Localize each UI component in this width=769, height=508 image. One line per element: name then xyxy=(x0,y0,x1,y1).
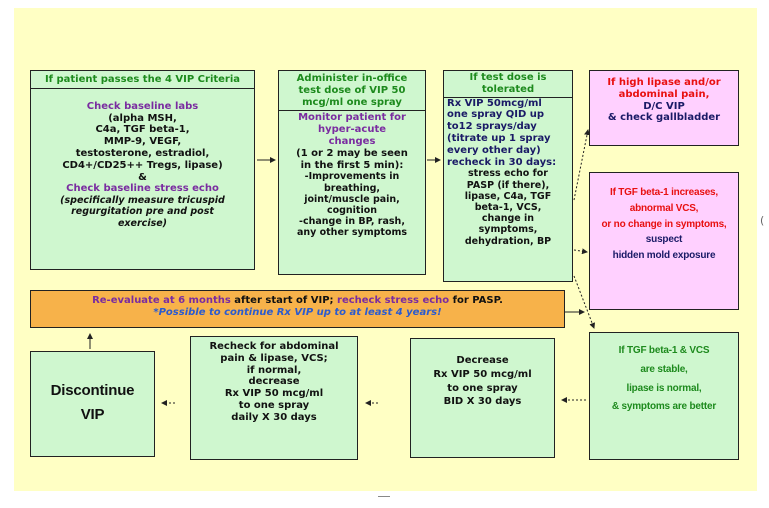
monitor-line: (1 or 2 may be seen xyxy=(296,147,408,159)
gallbladder-line: & check gallbladder xyxy=(607,112,721,124)
continue-note: *Possible to continue Rx VIP up to at le… xyxy=(153,306,442,318)
monitor-line: -Improvements in xyxy=(304,171,400,183)
rx-line: recheck in 30 days: xyxy=(447,156,557,168)
recheck-line: change in xyxy=(481,213,535,225)
rx-line: to12 sprays/day xyxy=(447,121,537,133)
arrow-tolerated-to-stable xyxy=(573,275,596,329)
rx-line: one spray QID up xyxy=(447,109,545,121)
stress-echo-note: regurgitation pre and post xyxy=(71,206,214,218)
recheck-decrease-box: Recheck for abdominal pain & lipase, VCS… xyxy=(190,336,358,460)
discontinue-box: Discontinue VIP xyxy=(30,351,155,457)
reevaluate-part4: for PASP. xyxy=(449,295,503,306)
recheck-line: if normal, xyxy=(246,364,302,376)
tolerated-title: If test dose is xyxy=(469,72,547,83)
monitor-line: joint/muscle pain, xyxy=(304,193,400,205)
labs-line: testosterone, estradiol, xyxy=(75,147,210,159)
monitor-heading: hyper-acute xyxy=(317,124,387,136)
decrease-line: Decrease xyxy=(456,355,509,366)
stress-echo-heading: Check baseline stress echo xyxy=(66,183,219,195)
recheck-line: Rx VIP 50 mcg/ml xyxy=(224,388,324,400)
check-labs-heading: Check baseline labs xyxy=(86,100,199,112)
rx-line: (titrate up 1 spray xyxy=(447,132,551,144)
decrease-line: Rx VIP 50 mcg/ml xyxy=(433,368,532,380)
rx-line: every other day) xyxy=(447,144,541,156)
mold-line: or no change in symptoms, xyxy=(601,218,727,230)
monitor-line: cognition xyxy=(326,204,378,216)
mold-line: If TGF beta-1 increases, xyxy=(609,187,719,198)
administer-title: test dose of VIP 50 xyxy=(298,84,406,96)
discontinue-line: Discontinue xyxy=(50,382,135,399)
lipase-line: abdominal pain, xyxy=(618,88,710,100)
stable-box: If TGF beta-1 & VCS are stable, lipase i… xyxy=(589,332,739,460)
reevaluate-line: Re-evaluate at 6 months after start of V… xyxy=(31,295,564,307)
high-lipase-box: If high lipase and/or abdominal pain, D/… xyxy=(589,70,739,146)
administer-title: Administer in-office xyxy=(296,73,408,84)
administer-title: mcg/ml one spray xyxy=(302,96,402,108)
recheck-line: daily X 30 days xyxy=(231,411,317,423)
stable-line: lipase is normal, xyxy=(626,382,702,394)
labs-line: C4a, TGF beta-1, xyxy=(95,124,190,136)
pass-criteria-box: If patient passes the 4 VIP Criteria Che… xyxy=(30,70,255,270)
stray-mark: ( xyxy=(760,214,765,227)
dc-vip-line: D/C VIP xyxy=(643,100,685,112)
recheck-line: PASP (if there), xyxy=(466,179,550,191)
stable-line: are stable, xyxy=(640,363,688,375)
reevaluate-part1: Re-evaluate at 6 months xyxy=(92,295,231,306)
recheck-line: beta-1, VCS, xyxy=(474,201,542,213)
stray-dash xyxy=(378,496,390,497)
monitor-line: any other symptoms xyxy=(296,227,408,239)
stress-echo-note: (specifically measure tricuspid xyxy=(60,195,225,207)
tolerated-title: tolerated xyxy=(481,83,535,95)
recheck-line: to one spray xyxy=(238,399,310,411)
recheck-line: decrease xyxy=(248,376,300,388)
arrow-tolerated-to-lipase xyxy=(573,129,590,201)
monitor-line: -change in BP, rash, xyxy=(299,216,405,228)
decrease-bid-box: Decrease Rx VIP 50 mcg/ml to one spray B… xyxy=(410,338,555,458)
ampersand: & xyxy=(138,171,147,183)
pass-criteria-title: If patient passes the 4 VIP Criteria xyxy=(44,74,241,85)
stable-line: & symptoms are better xyxy=(611,401,717,413)
monitor-line: in the first 5 min): xyxy=(300,159,404,171)
labs-line: MMP-9, VEGF, xyxy=(103,136,182,148)
monitor-line: breathing, xyxy=(323,182,381,194)
decrease-line: to one spray xyxy=(447,382,518,394)
lipase-line: If high lipase and/or xyxy=(607,77,721,88)
arrow-tolerated-to-mold xyxy=(573,248,588,255)
labs-line: (alpha MSH, xyxy=(108,112,177,124)
recheck-line: pain & lipase, VCS; xyxy=(220,352,328,364)
reevaluate-part2: after start of VIP; xyxy=(230,295,338,306)
stable-line: If TGF beta-1 & VCS xyxy=(618,345,710,356)
suspect-line: suspect xyxy=(645,234,683,246)
rx-line: Rx VIP 50mcg/ml xyxy=(447,97,542,109)
recheck-line: lipase, C4a, TGF xyxy=(464,190,552,202)
recheck-line: symptoms, xyxy=(478,224,538,236)
recheck-line: Recheck for abdominal xyxy=(209,341,339,352)
monitor-heading: changes xyxy=(328,135,376,147)
tolerated-box: If test dose is tolerated Rx VIP 50mcg/m… xyxy=(443,70,573,282)
mold-exposure-box: If TGF beta-1 increases, abnormal VCS, o… xyxy=(589,172,739,310)
reevaluate-part3: recheck stress echo xyxy=(337,295,450,306)
stress-echo-note: exercise) xyxy=(117,217,168,229)
discontinue-line: VIP xyxy=(80,405,105,423)
reevaluate-bar: Re-evaluate at 6 months after start of V… xyxy=(30,290,565,328)
recheck-line: dehydration, BP xyxy=(464,235,552,247)
labs-line: CD4+/CD25++ Tregs, lipase) xyxy=(62,159,223,171)
decrease-line: BID X 30 days xyxy=(443,396,522,408)
monitor-heading: Monitor patient for xyxy=(298,112,406,124)
administer-test-dose-box: Administer in-office test dose of VIP 50… xyxy=(278,70,426,275)
hidden-mold-line: hidden mold exposure xyxy=(612,250,716,262)
mold-line: abnormal VCS, xyxy=(629,202,699,214)
recheck-line: stress echo for xyxy=(468,168,548,180)
